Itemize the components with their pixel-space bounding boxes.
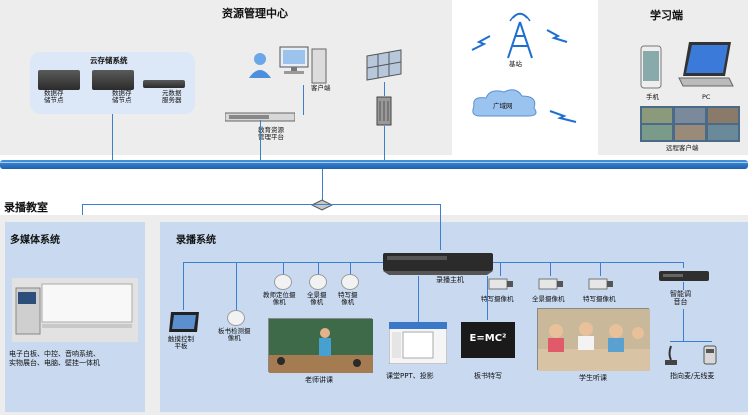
closeup-camera-3-icon (588, 276, 614, 292)
recording-host-label: 录播主机 (436, 276, 464, 284)
multimedia-title: 多媒体系统 (10, 235, 60, 246)
base-station-label: 基站 (509, 60, 522, 68)
mixer-icon (659, 268, 709, 282)
bus-highlight (0, 162, 748, 163)
storage-node-1-label: 数据存 储节点 (44, 89, 64, 105)
closeup-camera-1-icon (341, 274, 359, 290)
connector-video-wall (384, 82, 386, 96)
phone-label: 手机 (646, 93, 659, 101)
connector-board-cam (236, 262, 238, 310)
connector-multimedia-h (82, 204, 322, 206)
touch-panel-label: 触摸控制 平板 (168, 335, 194, 351)
mixer-label: 智能调 音台 (670, 290, 691, 307)
lightning-right-icon (545, 28, 569, 44)
learning-title: 学习端 (650, 9, 683, 22)
connector-mixer (683, 262, 685, 268)
connector-mic-h (670, 341, 712, 343)
tablet-icon (167, 310, 201, 334)
connector-pano-cam2 (550, 262, 552, 276)
connector-closeup-cam3 (600, 262, 602, 276)
storage-node-2-icon (92, 70, 134, 90)
board-closeup-screen: E=MC² (461, 322, 515, 358)
resource-center-title: 资源管理中心 (222, 7, 288, 20)
teacher-position-camera-icon (274, 274, 292, 290)
connector-teacher-cam (283, 262, 285, 274)
pc-label: PC (702, 93, 711, 101)
cloud-storage-title: 云存储系统 (90, 56, 128, 65)
connector-mic (683, 282, 685, 290)
wan-cloud-icon (470, 88, 540, 120)
teacher-position-camera-label: 教师定位摄 像机 (263, 291, 296, 307)
connector-ppt (418, 276, 420, 322)
storage-node-2-label: 数据存 储节点 (112, 89, 132, 105)
panoramic-camera-1-icon (309, 274, 327, 290)
connector-multimedia-v (82, 204, 84, 222)
panoramic-camera-2-label: 全景摄像机 (532, 295, 565, 303)
connector-closeup-cam2 (500, 262, 502, 276)
laptop-icon (677, 40, 735, 90)
multimedia-description: 电子白板、中控、音响系统、 实物展台、电脑、壁挂一体机 (9, 350, 100, 368)
tower-icon (500, 10, 540, 60)
panoramic-camera-1-label: 全景摄 像机 (307, 291, 327, 307)
closeup-camera-2-label: 特写摄像机 (481, 295, 514, 303)
connector-pano-cam1 (318, 262, 320, 274)
formula-text: E=MC² (469, 333, 507, 344)
connector-board-shot (487, 276, 489, 320)
panoramic-camera-2-icon (538, 276, 564, 292)
closeup-camera-3-label: 特写摄像机 (583, 295, 616, 303)
gooseneck-mic-icon (662, 344, 680, 366)
recording-host-icon (383, 250, 493, 276)
lightning-left-icon (470, 35, 492, 51)
closeup-camera-1-label: 特写摄 像机 (338, 291, 358, 307)
metadata-server-label: 元数据 服务器 (162, 89, 182, 105)
connector-platform (260, 120, 262, 164)
phone-icon (640, 45, 662, 89)
closeup-camera-2-icon (488, 276, 514, 292)
connector-switch (322, 169, 324, 201)
storage-server-icon (376, 96, 392, 126)
board-detect-camera-icon (227, 310, 245, 326)
connector-pc (303, 85, 305, 115)
storage-node-1-icon (38, 70, 80, 90)
lightning-bottom-icon (548, 108, 578, 123)
classroom-image (12, 278, 138, 342)
remote-client-label: 远程客户端 (666, 144, 699, 152)
teacher-lecture-photo (268, 318, 373, 373)
connector-right-h (493, 262, 683, 264)
client-label: 客户端 (311, 84, 331, 92)
connector-cloud (112, 114, 114, 164)
ppt-label: 课堂PPT、投影 (386, 372, 434, 380)
video-wall-icon (365, 48, 403, 82)
teaching-platform-label: 教育资源 管理平台 (258, 126, 284, 142)
network-bus (0, 160, 748, 169)
wireless-mic-icon (702, 344, 718, 366)
board-closeup-label: 板书特写 (474, 372, 502, 380)
students-photo (537, 308, 650, 371)
students-listening-label: 学生听课 (579, 374, 607, 382)
user-icon (248, 52, 272, 78)
remote-client-screen (640, 106, 740, 142)
recording-title: 录播系统 (176, 235, 216, 246)
switch-icon (310, 196, 334, 211)
connector-recording-h (322, 204, 440, 206)
teacher-lecture-label: 老师讲课 (305, 376, 333, 384)
metadata-server-icon (143, 80, 185, 88)
desktop-computer-icon (278, 45, 330, 85)
wan-label: 广域网 (493, 102, 513, 110)
connector-touch (183, 262, 185, 310)
connector-host (440, 204, 442, 250)
connector-mic-2 (683, 309, 685, 341)
ppt-screen (388, 321, 448, 365)
recording-classroom-title: 录播教室 (4, 201, 48, 214)
mic-label: 指向麦/无线麦 (670, 372, 715, 380)
board-detect-camera-label: 板书检测摄 像机 (218, 327, 251, 343)
connector-closeup-cam1 (350, 262, 352, 274)
connector-server (384, 126, 386, 164)
rack-server-icon (224, 108, 296, 122)
